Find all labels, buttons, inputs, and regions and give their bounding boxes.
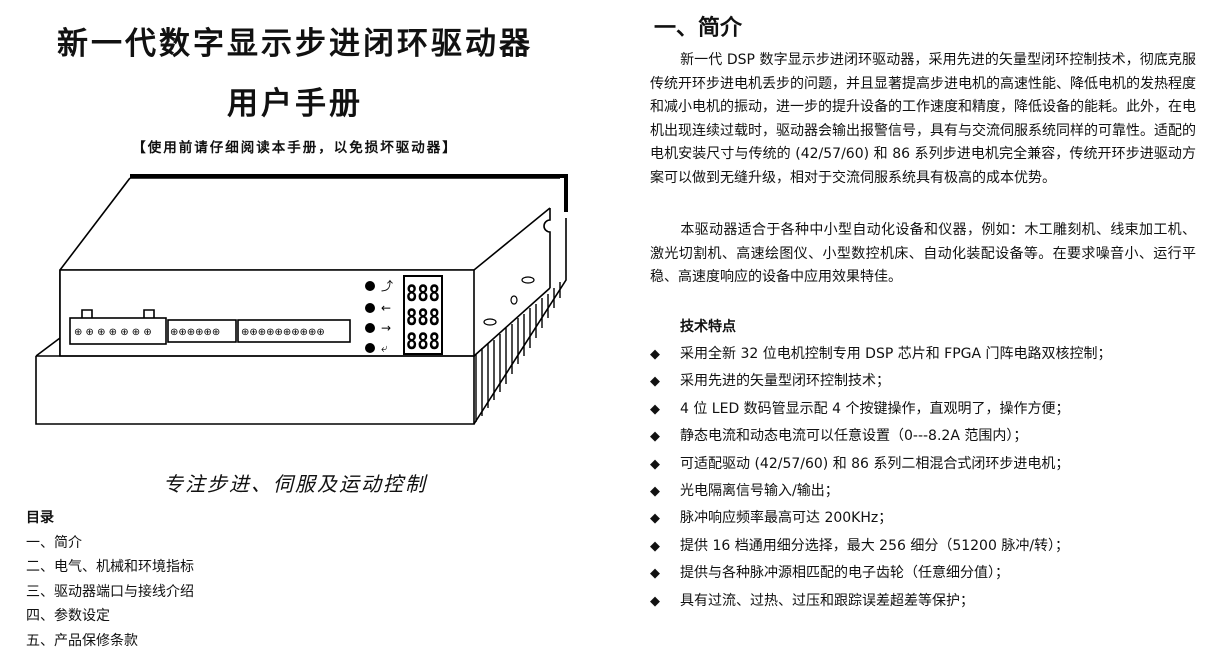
- table-of-contents: 目录 一、简介 二、电气、机械和环境指标 三、驱动器端口与接线介绍 四、参数设定…: [26, 506, 194, 653]
- list-item: ◆具有过流、过热、过压和跟踪误差超差等保护；: [650, 588, 1112, 615]
- arrow-left-icon[interactable]: ←: [381, 301, 391, 315]
- usage-notice: 【使用前请仔细阅读本手册，以免损坏驱动器】: [132, 140, 458, 156]
- diamond-bullet-icon: ◆: [650, 429, 660, 445]
- list-item: ◆采用先进的矢量型闭环控制技术；: [650, 368, 1112, 395]
- toc-item[interactable]: 四、参数设定: [26, 608, 110, 624]
- feature-list: ◆采用全新 32 位电机控制专用 DSP 芯片和 FPGA 门阵电路双核控制； …: [650, 341, 1112, 615]
- arrow-up-return-icon[interactable]: ⤴: [381, 278, 393, 293]
- arrow-right-icon[interactable]: →: [381, 321, 391, 335]
- section-title: 一、简介: [654, 15, 743, 41]
- list-item: ◆光电隔离信号输入/输出；: [650, 478, 1112, 505]
- front-buttons: [365, 281, 375, 353]
- toc-item[interactable]: 一、简介: [26, 534, 82, 551]
- diamond-bullet-icon: ◆: [650, 456, 660, 472]
- application-paragraph: 本驱动器适合于各种中小型自动化设备和仪器，例如：木工雕刻机、线束加工机、激光切割…: [650, 219, 1196, 290]
- svg-text:⊕⊕⊕⊕⊕⊕: ⊕⊕⊕⊕⊕⊕: [170, 327, 220, 338]
- list-item: ◆脉冲响应频率最高可达 200KHz；: [650, 505, 1112, 532]
- intro-panel: 一、简介 新一代 DSP 数字显示步进闭环驱动器，采用先进的矢量型闭环控制技术，…: [628, 0, 1198, 668]
- list-item: ◆采用全新 32 位电机控制专用 DSP 芯片和 FPGA 门阵电路双核控制；: [650, 341, 1112, 368]
- svg-text:⊕ ⊕ ⊕ ⊕ ⊕ ⊕ ⊕: ⊕ ⊕ ⊕ ⊕ ⊕ ⊕ ⊕: [74, 327, 152, 338]
- application-paragraph-text: 本驱动器适合于各种中小型自动化设备和仪器，例如：木工雕刻机、线束加工机、激光切割…: [650, 222, 1196, 285]
- intro-paragraph: 新一代 DSP 数字显示步进闭环驱动器，采用先进的矢量型闭环控制技术，彻底克服传…: [650, 49, 1196, 190]
- diamond-bullet-icon: ◆: [650, 593, 660, 609]
- diamond-bullet-icon: ◆: [650, 483, 660, 499]
- list-item: ◆提供 16 档通用细分选择，最大 256 细分（51200 脉冲/转）；: [650, 533, 1112, 560]
- diamond-bullet-icon: ◆: [650, 566, 660, 582]
- toc-item[interactable]: 五、产品保修条款: [26, 632, 138, 649]
- svg-text:⊕⊕⊕⊕⊕⊕⊕⊕⊕⊕: ⊕⊕⊕⊕⊕⊕⊕⊕⊕⊕: [241, 327, 325, 338]
- toc-item[interactable]: 三、驱动器端口与接线介绍: [26, 583, 194, 600]
- cover-panel: 新一代数字显示步进闭环驱动器 用户手册 【使用前请仔细阅读本手册，以免损坏驱动器…: [0, 0, 600, 668]
- manual-title: 新一代数字显示步进闭环驱动器: [57, 26, 533, 62]
- list-item: ◆静态电流和动态电流可以任意设置（0---8.2A 范围内）；: [650, 423, 1112, 450]
- diamond-bullet-icon: ◆: [650, 538, 660, 554]
- diamond-bullet-icon: ◆: [650, 374, 660, 390]
- list-item: ◆4 位 LED 数码管显示配 4 个按键操作，直观明了，操作方便；: [650, 396, 1112, 423]
- list-item: ◆提供与各种脉冲源相匹配的电子齿轮（任意细分值）；: [650, 560, 1112, 587]
- led-display-row: 888: [406, 282, 440, 307]
- features-title: 技术特点: [680, 319, 736, 335]
- heatsink-fins: [475, 282, 561, 422]
- intro-paragraph-text: 新一代 DSP 数字显示步进闭环驱动器，采用先进的矢量型闭环控制技术，彻底克服传…: [650, 52, 1196, 186]
- diamond-bullet-icon: ◆: [650, 401, 660, 417]
- driver-illustration: ⊕ ⊕ ⊕ ⊕ ⊕ ⊕ ⊕ ⊕⊕⊕⊕⊕⊕ ⊕⊕⊕⊕⊕⊕⊕⊕⊕⊕ ⤴ ← → ⤶ …: [35, 174, 568, 425]
- led-display-row: 888: [406, 330, 440, 355]
- arrow-down-return-icon[interactable]: ⤶: [381, 341, 388, 355]
- led-display-row: 888: [406, 306, 440, 331]
- diamond-bullet-icon: ◆: [650, 511, 660, 527]
- manual-subtitle: 用户手册: [227, 86, 363, 122]
- company-slogan: 专注步进、伺服及运动控制: [163, 472, 427, 496]
- list-item: ◆可适配驱动 (42/57/60) 和 86 系列二相混合式闭环步进电机；: [650, 451, 1112, 478]
- toc-title: 目录: [26, 510, 54, 526]
- diamond-bullet-icon: ◆: [650, 347, 660, 362]
- toc-item[interactable]: 二、电气、机械和环境指标: [26, 559, 194, 575]
